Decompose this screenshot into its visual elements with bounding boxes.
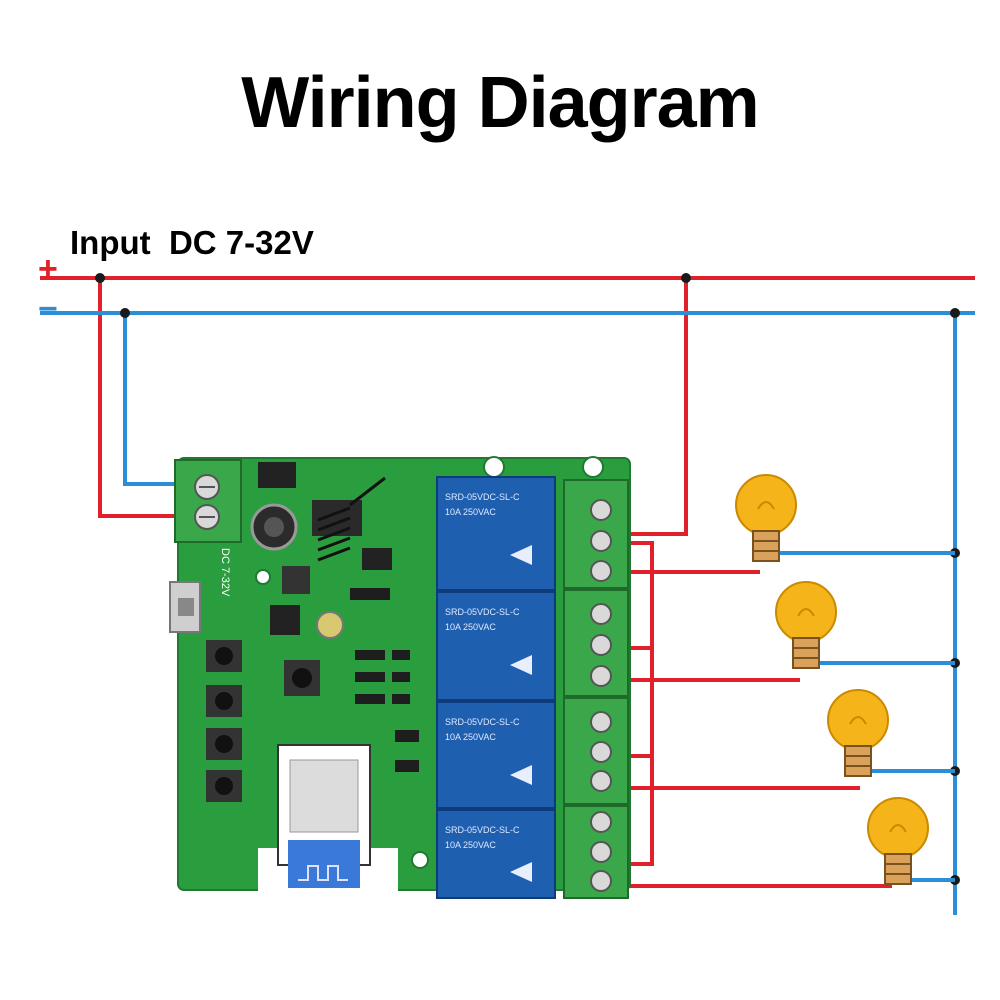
bulb-icon	[735, 474, 797, 562]
page-title: Wiring Diagram	[241, 63, 759, 143]
output-terminals	[563, 479, 629, 899]
svg-text:10A 250VAC: 10A 250VAC	[445, 840, 496, 850]
svg-text:10A 250VAC: 10A 250VAC	[445, 732, 496, 742]
wifi-module	[277, 744, 371, 888]
svg-text:SRD-05VDC-SL-C: SRD-05VDC-SL-C	[445, 825, 520, 835]
negative-rail	[40, 311, 975, 915]
relay-3: SRD-05VDC-SL-C 10A 250VAC	[436, 701, 556, 809]
minus-sign: −	[38, 290, 58, 328]
relay-1: SRD-05VDC-SL-C 10A 250VAC	[436, 476, 556, 591]
bulb-icon	[775, 581, 837, 669]
relay-2: SRD-05VDC-SL-C 10A 250VAC	[436, 591, 556, 701]
svg-text:SRD-05VDC-SL-C: SRD-05VDC-SL-C	[445, 607, 520, 617]
bulb-icon	[867, 797, 929, 885]
power-terminal	[174, 459, 242, 543]
svg-text:SRD-05VDC-SL-C: SRD-05VDC-SL-C	[445, 717, 520, 727]
terminal-label: DC 7-32V	[219, 548, 231, 597]
svg-text:10A 250VAC: 10A 250VAC	[445, 507, 496, 517]
bulb-icon	[827, 689, 889, 777]
load-wires-positive	[628, 570, 892, 888]
antenna-coil	[317, 476, 386, 562]
positive-rail	[40, 276, 975, 536]
relay-board: SRD-05VDC-SL-C 10A 250VAC SRD-05VDC-SL-C…	[169, 456, 631, 899]
input-label: Input DC 7-32V	[70, 224, 314, 261]
push-buttons	[206, 640, 320, 802]
relay-com-bus	[628, 541, 654, 866]
svg-text:SRD-05VDC-SL-C: SRD-05VDC-SL-C	[445, 492, 520, 502]
relay-4: SRD-05VDC-SL-C 10A 250VAC	[436, 809, 556, 899]
junction-dots	[95, 273, 960, 885]
load-wires-negative	[775, 551, 955, 882]
ic-chip	[258, 462, 296, 488]
svg-text:10A 250VAC: 10A 250VAC	[445, 622, 496, 632]
